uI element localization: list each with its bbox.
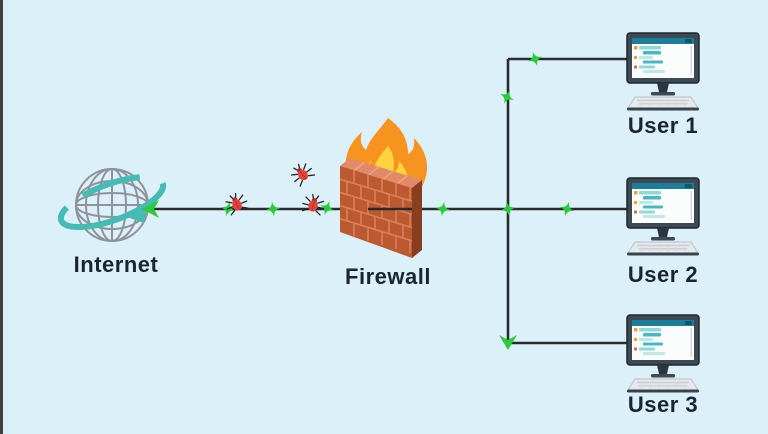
internet-label: Internet [73,252,159,277]
user-1-label: User 1 [627,113,699,138]
user-3-label: User 3 [627,392,699,417]
firewall-label: Firewall [345,264,431,289]
packet-arrow-into-internet [142,200,159,218]
packet-arrow-to-user3 [499,335,517,350]
allowed-packet-markers [142,49,577,350]
brick-wall-flame-icon [339,118,428,258]
orbit-swoosh [57,173,167,231]
brick-mortar-lines [339,170,413,254]
floating-malware-bug-icon [287,159,317,188]
user-2-computer-icon [626,177,700,257]
orbit-arrowhead [124,201,149,223]
globe-with-orbit-icon [57,168,167,242]
wall-side-face [412,180,422,258]
frame-edge [0,0,3,434]
user-2-label: User 2 [627,262,699,287]
user-1-computer-icon [626,32,700,112]
user-3-computer-icon [626,314,700,394]
malware-bug-icon [300,192,327,216]
